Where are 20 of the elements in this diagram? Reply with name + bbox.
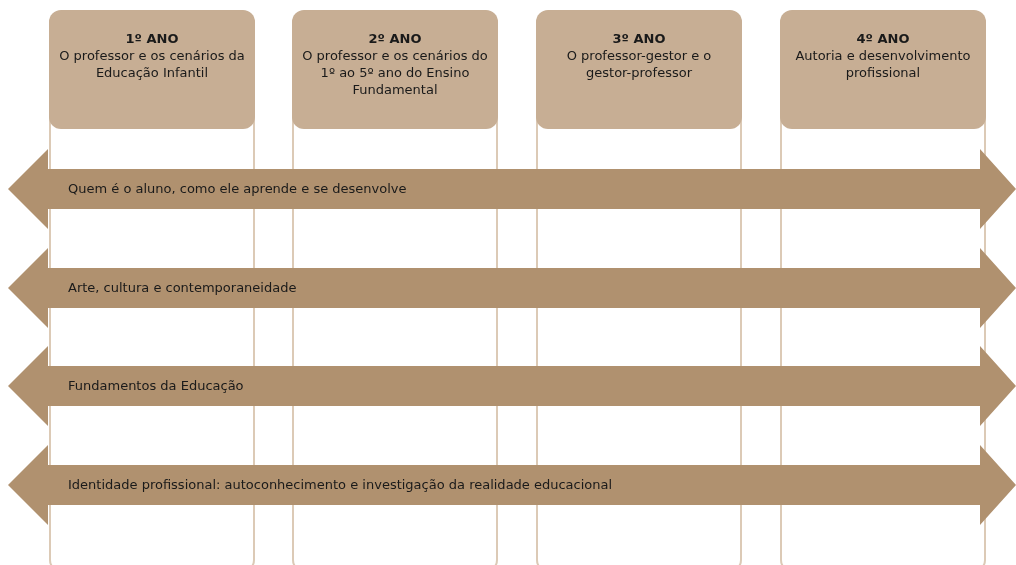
band-label: Arte, cultura e contemporaneidade — [68, 279, 297, 298]
year-heading: 2º ANO — [368, 30, 422, 47]
year-box — [780, 10, 986, 129]
double-arrow-band — [8, 248, 1016, 328]
year-heading: 4º ANO — [856, 30, 910, 47]
double-arrow-band — [8, 346, 1016, 426]
year-heading: 1º ANO — [125, 30, 179, 47]
year-description: Autoria e desenvolvimento profissional — [794, 47, 972, 81]
band-label: Identidade profissional: autoconhecimento e investigação da realidade educacional — [68, 476, 613, 495]
double-arrow-band — [8, 149, 1016, 229]
band-label: Quem é o aluno, como ele aprende e se desenvolve — [68, 180, 407, 199]
double-arrow-band — [8, 445, 1016, 525]
band-label: Fundamentos da Educação — [68, 377, 244, 396]
year-description: O professor e os cenários da Educação Infantil — [58, 47, 246, 81]
year-description: O professor e os cenários do 1º ao 5º ano do Ensino Fundamental — [301, 47, 489, 98]
year-box — [292, 10, 498, 129]
year-heading: 3º ANO — [612, 30, 666, 47]
year-box — [536, 10, 742, 129]
year-description: O professor-gestor e o gestor-professor — [565, 47, 713, 81]
year-box — [49, 10, 255, 129]
